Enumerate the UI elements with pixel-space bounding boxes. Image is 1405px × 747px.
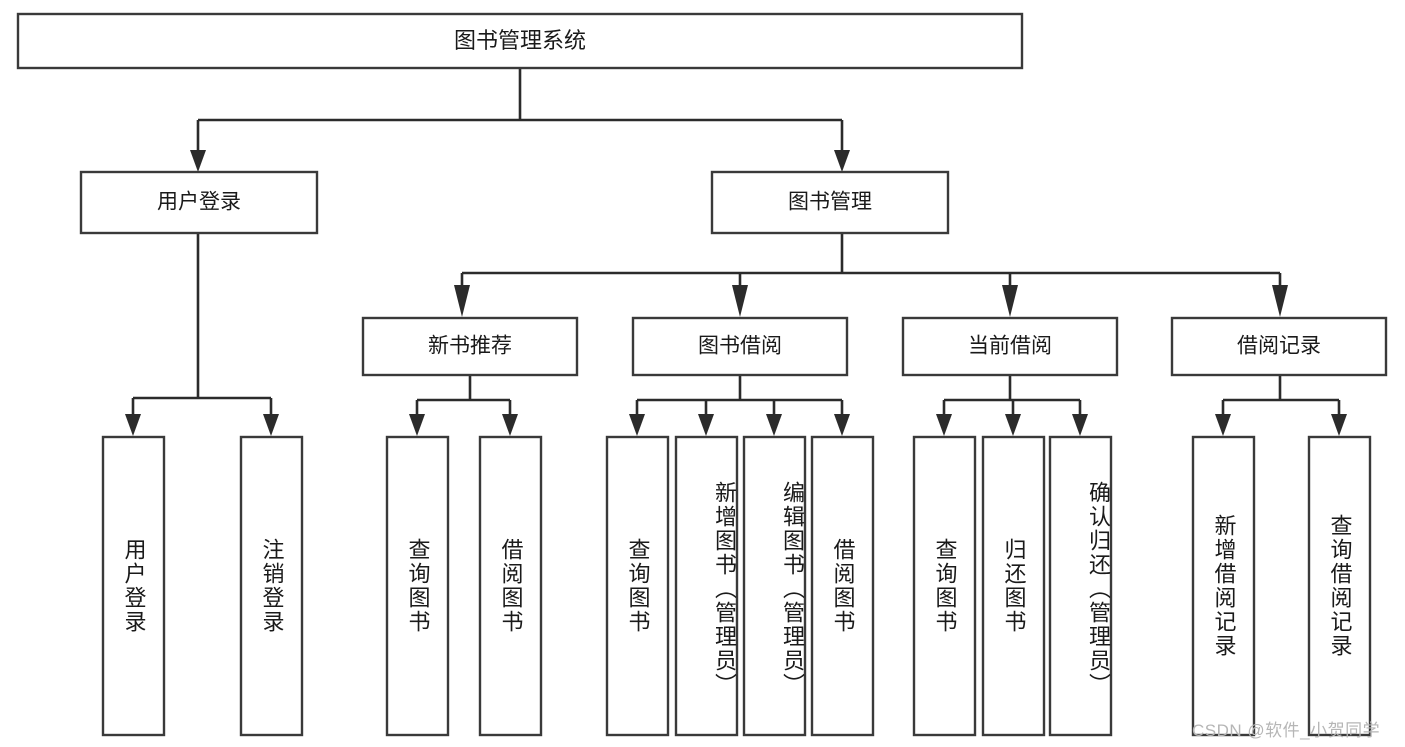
arrow-head-cb-leaf-1 [936,414,952,436]
leaf-box-query-borrow-record[interactable] [1307,435,1372,737]
arrow-head-br-leaf-2 [1331,414,1347,436]
nodes-group: 图书管理系统 用户登录 图书管理 新书推荐 图书借阅 当前借阅 借阅记录 [16,12,1388,737]
arrow-head-bb-leaf-4 [834,414,850,436]
leaf-box-user-login[interactable] [101,435,166,737]
arrow-head-book-mgmt [834,150,850,172]
arrow-head-bb-leaf-3 [766,414,782,436]
arrow-head-borrow-record [1272,285,1288,317]
arrow-head-current-borrow [1002,285,1018,317]
leaf-box-add-book-admin[interactable] [674,435,739,737]
leaf-box-edit-book-admin[interactable] [742,435,807,737]
node-book-management-label: 图书管理 [788,191,872,214]
node-book-borrow-label: 图书借阅 [698,335,782,358]
node-book-borrow-box[interactable] [631,316,849,377]
node-borrow-record-label: 借阅记录 [1237,335,1321,358]
arrow-head-new-book [454,285,470,317]
node-root-label: 图书管理系统 [454,28,586,53]
node-root-box[interactable] [16,12,1024,70]
arrow-head-user-login [190,150,206,172]
node-user-login-label: 用户登录 [157,191,241,214]
arrow-head-book-borrow [732,285,748,317]
leaf-box-borrow-book-nb[interactable] [478,435,543,737]
leaf-box-query-book-nb[interactable] [385,435,450,737]
csdn-watermark: CSDN @软件_小贺同学 [1192,721,1381,740]
arrow-head-bb-leaf-2 [698,414,714,436]
node-new-book-recommend-box[interactable] [361,316,579,377]
leaf-box-logout[interactable] [239,435,304,737]
node-book-management-box[interactable] [710,170,950,235]
node-borrow-record-box[interactable] [1170,316,1388,377]
node-user-login-box[interactable] [79,170,319,235]
node-new-book-recommend-label: 新书推荐 [428,335,512,358]
arrow-head-leaf-logout [263,414,279,436]
arrow-head-leaf-user-login [125,414,141,436]
leaf-box-borrow-book-bb[interactable] [810,435,875,737]
connectors-group [125,68,1347,436]
arrow-head-nb-leaf-2 [502,414,518,436]
arrow-head-bb-leaf-1 [629,414,645,436]
leaf-box-add-borrow-record[interactable] [1191,435,1256,737]
leaf-box-return-book[interactable] [981,435,1046,737]
arrow-head-cb-leaf-2 [1005,414,1021,436]
leaf-box-confirm-return-admin[interactable] [1048,435,1113,737]
leaf-box-query-book-cb[interactable] [912,435,977,737]
arrow-head-br-leaf-1 [1215,414,1231,436]
arrow-head-nb-leaf-1 [409,414,425,436]
node-current-borrow-box[interactable] [901,316,1119,377]
node-current-borrow-label: 当前借阅 [968,335,1052,358]
leaf-box-query-book-bb[interactable] [605,435,670,737]
arrow-head-cb-leaf-3 [1072,414,1088,436]
